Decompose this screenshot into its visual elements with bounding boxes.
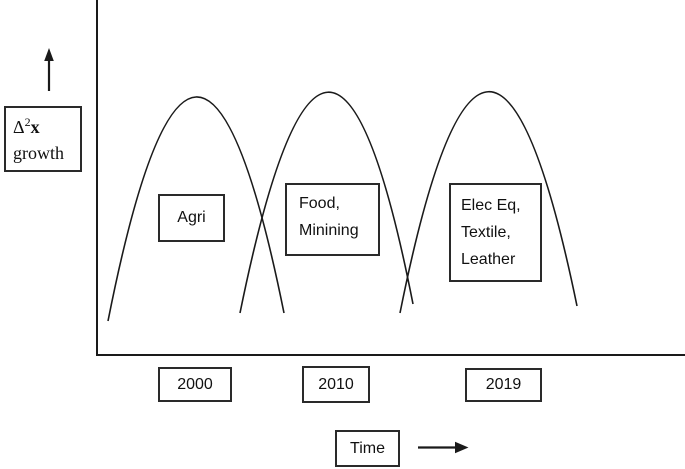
y-axis-label-box: Δ2x growth	[4, 106, 82, 172]
wave-label-line: Elec Eq,	[461, 197, 521, 214]
wave-label-box-food-mining: Food, Minining	[285, 183, 380, 256]
year-label: 2000	[177, 375, 213, 393]
formula-variable: x	[30, 117, 40, 137]
wave-label-line: Textile,	[461, 224, 511, 241]
formula-superscript: 2	[24, 115, 31, 129]
formula-delta: Δ	[13, 117, 25, 137]
right-arrow-icon	[418, 441, 469, 454]
wave-label-box-elec-textile-leather: Elec Eq, Textile, Leather	[449, 183, 542, 282]
wave-label-line: Leather	[461, 251, 516, 268]
wave-label-line: Food,	[299, 195, 340, 212]
x-axis-label-box: Time	[335, 430, 400, 467]
time-label: Time	[350, 439, 385, 457]
year-label: 2010	[318, 375, 354, 393]
y-axis-caption: growth	[13, 143, 64, 163]
wave-curve-2019	[399, 90, 578, 314]
year-box-2000: 2000	[158, 367, 232, 402]
wave-label-line: Agri	[177, 209, 206, 226]
y-axis-formula: Δ2x	[13, 114, 80, 140]
wave-curve-2000	[107, 96, 285, 322]
wave-label-box-agri: Agri	[158, 194, 225, 242]
up-arrow-icon	[44, 48, 54, 91]
wave-label-line: Minining	[299, 222, 359, 239]
year-box-2010: 2010	[302, 366, 370, 403]
year-label: 2019	[485, 376, 522, 393]
wave-curve-2010	[239, 91, 414, 314]
year-box-2019: 2019	[465, 368, 542, 402]
